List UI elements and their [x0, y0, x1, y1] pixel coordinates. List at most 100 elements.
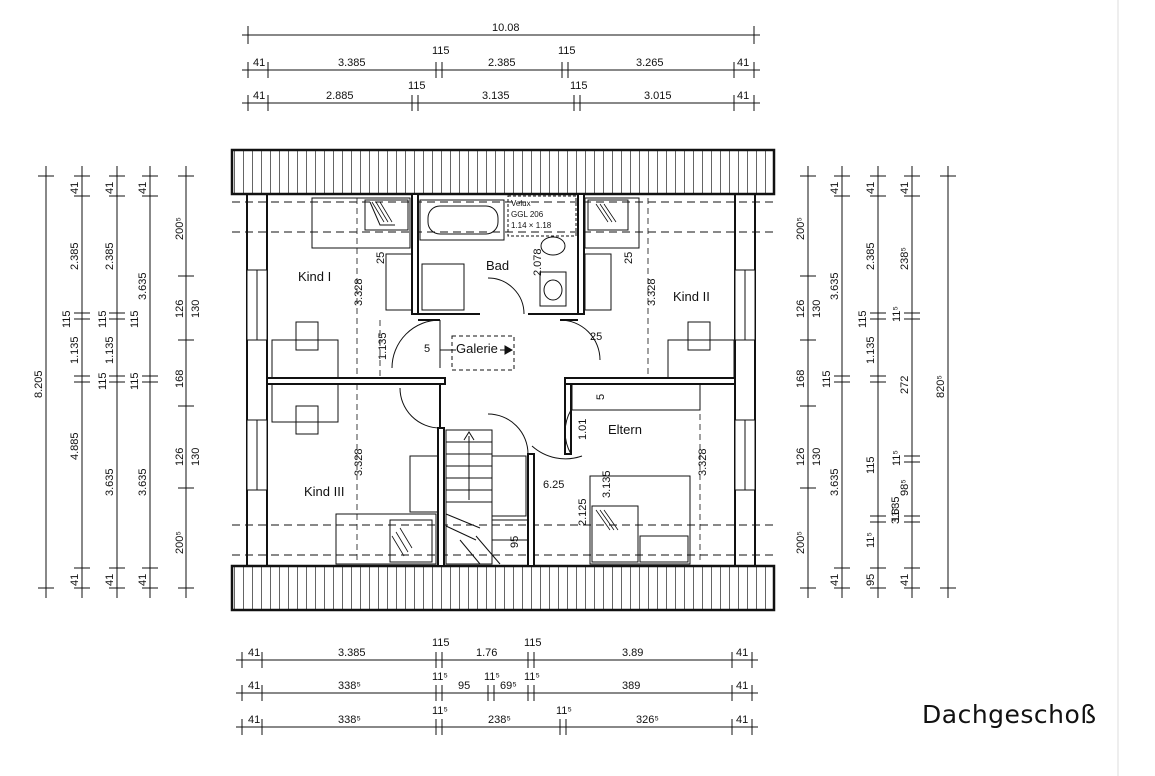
top-dim: 41: [253, 90, 265, 102]
bottom-dim: 3.89: [622, 647, 643, 659]
bottom-dim: 326⁵: [636, 714, 659, 726]
right-dim: 41: [829, 182, 841, 194]
bottom-dim: 11⁵: [432, 705, 448, 717]
right-dim: 41: [899, 574, 911, 586]
inner-dim: 25: [375, 252, 387, 264]
inner-dim: 3.135: [601, 470, 613, 498]
top-dim: 3.015: [644, 90, 672, 102]
bottom-dim: 69⁵: [500, 680, 517, 692]
left-dim: 115: [129, 372, 141, 390]
right-dimensions: [800, 166, 956, 598]
top-dim-total: 10.08: [492, 22, 520, 34]
left-dim: 41: [104, 574, 116, 586]
room-label-kind2: Kind II: [673, 289, 710, 304]
walls: [232, 193, 774, 567]
right-dim: 126: [795, 448, 807, 466]
right-dim: 11⁵: [890, 506, 902, 522]
right-dim: 11⁵: [891, 450, 903, 466]
inner-dim: 3.328: [353, 448, 365, 476]
left-dim: 41: [69, 182, 81, 194]
bottom-dim: 238⁵: [488, 714, 511, 726]
top-dim: 115: [408, 80, 426, 92]
left-dim: 4.885: [69, 432, 81, 460]
bottom-dimensions: [236, 652, 758, 735]
room-label-galerie: Galerie: [456, 341, 498, 356]
right-dim: 11⁵: [865, 532, 877, 548]
right-dim: 168: [795, 370, 807, 388]
bottom-dim: 41: [248, 647, 260, 659]
top-dim: 41: [737, 57, 749, 69]
inner-dim: 3.328: [353, 278, 365, 306]
inner-dim: 2.125: [577, 498, 589, 526]
bottom-dim: 41: [736, 647, 748, 659]
right-dim: 126: [795, 300, 807, 318]
side-windows: [246, 269, 756, 491]
right-dim: 272: [899, 376, 911, 394]
inner-dim: 25: [623, 252, 635, 264]
bottom-dim: 338⁵: [338, 714, 361, 726]
staircase: [445, 429, 528, 565]
bottom-dim: 41: [248, 714, 260, 726]
left-dim: 115: [61, 310, 73, 328]
hatching: [371, 201, 619, 557]
right-dim: 2.385: [865, 242, 877, 270]
left-dim: 115: [129, 310, 141, 328]
inner-dim: 1.01: [577, 419, 589, 440]
right-dim: 11⁵: [891, 306, 903, 322]
galerie-box: [451, 335, 515, 371]
left-dim: 168: [174, 370, 186, 388]
left-dim: 200⁵: [174, 217, 186, 240]
top-dim: 115: [432, 45, 450, 57]
center-lines: [356, 198, 701, 564]
right-dim: 1.135: [865, 336, 877, 364]
inner-dim: 5: [424, 343, 430, 355]
inner-dim: 25: [590, 331, 602, 343]
bottom-dim: 41: [736, 714, 748, 726]
top-dim: 115: [558, 45, 576, 57]
inner-dim: 5: [595, 394, 607, 400]
right-dim: 41: [899, 182, 911, 194]
left-dim: 126: [174, 448, 186, 466]
top-dim: 2.885: [326, 90, 354, 102]
velux-label: 1.14 × 1.18: [511, 221, 552, 230]
right-dim: 200⁵: [795, 217, 807, 240]
left-dim: 200⁵: [174, 531, 186, 554]
velux-label: GGL 206: [511, 210, 544, 219]
room-label-kind1: Kind I: [298, 269, 331, 284]
right-dim: 41: [865, 182, 877, 194]
bottom-dim: 11⁵: [556, 705, 572, 717]
right-dim: 200⁵: [795, 531, 807, 554]
bottom-dim: 1.76: [476, 647, 497, 659]
left-dim: 3.635: [137, 272, 149, 300]
top-dim: 41: [253, 57, 265, 69]
doors: [391, 277, 601, 460]
left-dim: 1.135: [104, 336, 116, 364]
left-dim: 2.385: [69, 242, 81, 270]
right-dim: 3.635: [829, 272, 841, 300]
top-dimensions: [242, 26, 760, 111]
top-dim: 115: [570, 80, 588, 92]
velux-label: Velux: [511, 199, 531, 208]
bottom-dim: 11⁵: [484, 671, 500, 683]
right-dim: 130: [811, 448, 823, 466]
inner-dim: 2.078: [532, 248, 544, 276]
left-dim: 41: [137, 182, 149, 194]
right-dim: 95: [865, 574, 877, 586]
roof-strip-bottom: [230, 564, 776, 612]
right-dim: 3.635: [890, 496, 902, 524]
left-dim: 130: [190, 448, 202, 466]
room-label-bad: Bad: [486, 258, 509, 273]
right-dim: 238⁵: [899, 247, 911, 270]
page-title: Dachgeschoß: [922, 700, 1097, 729]
room-label-kind3: Kind III: [304, 484, 344, 499]
bottom-dim: 11⁵: [524, 671, 540, 683]
left-dim: 41: [137, 574, 149, 586]
top-dim: 2.385: [488, 57, 516, 69]
bottom-dim: 41: [736, 680, 748, 692]
bottom-dim: 389: [622, 680, 640, 692]
right-dim: 130: [811, 300, 823, 318]
left-dimensions: [38, 166, 194, 598]
top-dim: 3.385: [338, 57, 366, 69]
right-dim: 41: [829, 574, 841, 586]
